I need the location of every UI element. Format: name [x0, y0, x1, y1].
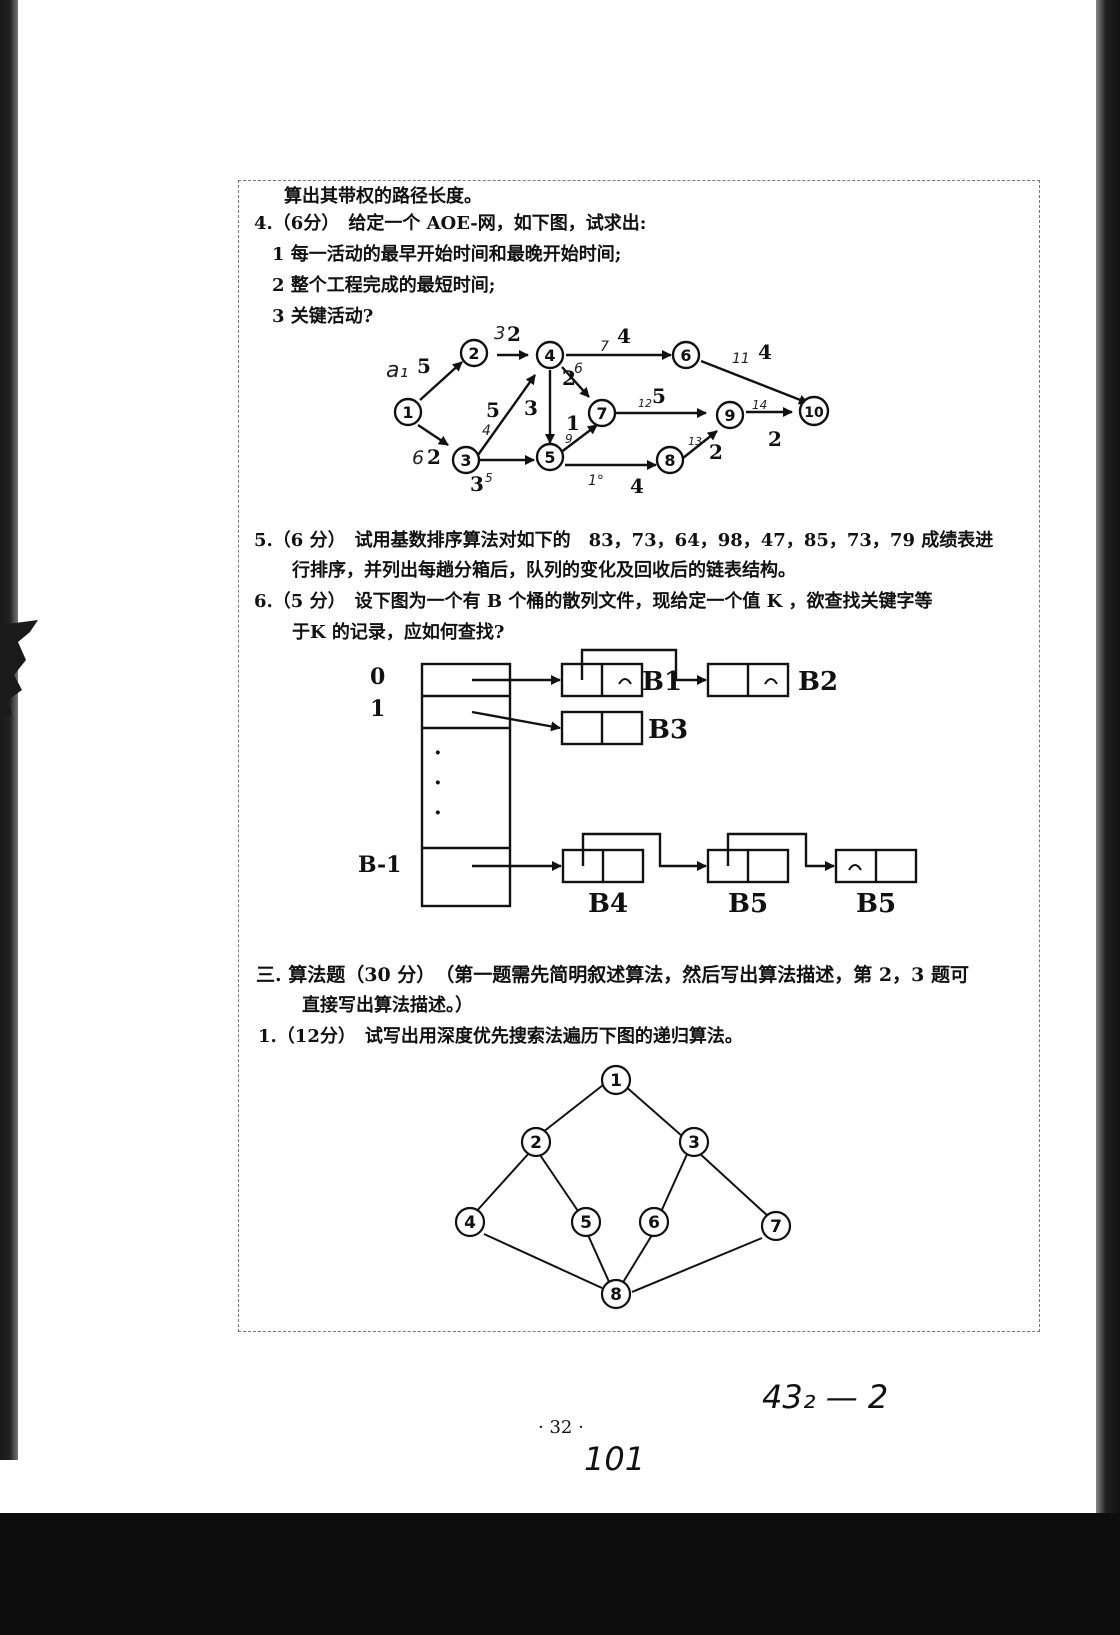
aoe-network-diagram: 1 2 3 4 5 6 7 8 9 10 5 2 2 4 2 5 3 1 5 4…	[386, 322, 830, 498]
aoe-weight-1-3: 2	[427, 445, 441, 469]
q5-line-2: 行排序，并列出每趟分箱后，队列的变化及回收后的链表结构。	[292, 560, 796, 581]
dfs-node-8: 8	[610, 1285, 622, 1305]
bucket-label-b5b: B5	[856, 889, 896, 919]
hand-note-13: 13	[688, 435, 702, 448]
aoe-node-1: 1	[402, 403, 413, 422]
page-number: · 32 ·	[538, 1417, 584, 1438]
hash-index-b-1: B-1	[358, 852, 401, 878]
q4-item-3: 3 关键活动?	[272, 306, 374, 327]
edge-1-2	[419, 361, 463, 401]
scan-edge-right	[1096, 0, 1120, 1635]
dfs-node-5: 5	[580, 1213, 592, 1233]
scan-edge-bottom	[0, 1513, 1120, 1635]
aoe-weight-7-9: 5	[652, 384, 666, 408]
aoe-node-4: 4	[544, 346, 555, 365]
bucket-label-b4: B4	[588, 889, 628, 919]
aoe-node-10: 10	[804, 405, 824, 421]
aoe-node-9: 9	[724, 406, 735, 425]
dfs-node-6: 6	[648, 1213, 660, 1233]
aoe-weight-9-10: 2	[768, 427, 782, 451]
bucket-label-b2: B2	[798, 667, 838, 697]
aoe-node-3: 3	[460, 451, 471, 470]
hash-dot-2: ·	[434, 770, 442, 796]
edge-8-9	[682, 430, 718, 459]
aoe-weight-4-6: 4	[617, 324, 631, 348]
hand-note-a1: a₁	[386, 358, 408, 383]
aoe-weight-4-7: 2	[562, 366, 576, 390]
edge-3-4	[477, 374, 536, 456]
aoe-weight-3-4b: 3	[524, 396, 538, 420]
edge-1-3	[417, 424, 449, 446]
aoe-weight-5-7: 1	[566, 411, 580, 435]
edge-6-10	[700, 359, 809, 405]
hand-note-12: 12	[638, 397, 652, 410]
q1-prompt: 1.（12分） 试写出用深度优先搜索法遍历下图的递归算法。	[258, 1026, 743, 1047]
hand-note-14: 14	[752, 398, 767, 412]
aoe-node-5: 5	[544, 448, 555, 467]
aoe-node-7: 7	[596, 404, 607, 423]
aoe-weight-8-9: 2	[709, 440, 723, 464]
hand-note-10: 1°	[588, 473, 604, 489]
q4-item-1: 1 每一活动的最早开始时间和最晚开始时间;	[272, 244, 622, 265]
hash-file-diagram: 0 1 B-1 B1 B2 B3 B4 B5 B5 · · ·	[358, 648, 918, 919]
dfs-node-3: 3	[688, 1133, 700, 1153]
aoe-weight-5-8: 4	[630, 474, 644, 498]
hash-dot-3: ·	[434, 800, 442, 826]
dfs-node-1: 1	[610, 1071, 622, 1091]
section3-line-1: 三. 算法题（30 分） （第一题需先简明叙述算法，然后写出算法描述，第 2，3…	[256, 964, 969, 986]
edge-5-7	[559, 424, 598, 454]
hand-note-6b: 6	[574, 361, 583, 377]
dfs-node-7: 7	[770, 1217, 782, 1237]
hand-note-6: 6	[412, 447, 424, 469]
aoe-weight-2-4: 2	[507, 322, 521, 346]
hand-note-5: 5	[485, 471, 493, 485]
bucket-label-b5: B5	[728, 889, 768, 919]
hand-note-11: 11	[732, 351, 750, 367]
aoe-weight-3-4a: 5	[486, 398, 500, 422]
hand-note-9: 9	[565, 432, 573, 446]
q4-heading: 4.（6分） 给定一个 AOE-网，如下图，试求出:	[254, 213, 647, 234]
continued-line: 算出其带权的路径长度。	[284, 186, 482, 207]
aoe-weight-1-2: 5	[417, 354, 431, 378]
dfs-node-2: 2	[530, 1133, 542, 1153]
q6-line-2: 于K 的记录，应如何查找?	[292, 622, 505, 643]
aoe-weight-3-5: 3	[470, 472, 484, 496]
aoe-weight-6-10: 4	[758, 340, 772, 364]
dfs-graph-diagram: 1 2 3 4 5 6 7 8	[454, 1064, 792, 1310]
section3-line-2: 直接写出算法描述。）	[302, 995, 473, 1016]
q4-item-2: 2 整个工程完成的最短时间;	[272, 275, 496, 296]
handwritten-101: 101	[584, 1440, 646, 1478]
q6-line-1: 6.（5 分） 设下图为一个有 B 个桶的散列文件，现给定一个值 K ，欲查找关…	[254, 591, 933, 612]
bucket-label-b3: B3	[648, 715, 688, 745]
q5-line-1: 5.（6 分） 试用基数排序算法对如下的 83，73，64，98，47，85，7…	[254, 530, 994, 551]
answer-frame	[238, 180, 1040, 1332]
scan-edge-left	[0, 0, 18, 1460]
hash-index-0: 0	[370, 664, 385, 690]
handwritten-score: 43₂ — 2	[762, 1378, 889, 1416]
hand-note-7: 7	[600, 339, 609, 355]
aoe-node-2: 2	[468, 344, 479, 363]
scan-mark-left	[0, 620, 38, 715]
dfs-node-4: 4	[464, 1213, 476, 1233]
aoe-node-6: 6	[680, 346, 691, 365]
hash-index-1: 1	[370, 696, 385, 722]
hand-note-4: 4	[482, 423, 491, 439]
edge-4-7	[561, 366, 590, 398]
hand-note-3: 3	[494, 323, 505, 344]
hash-dot-1: ·	[434, 740, 442, 766]
bucket-label-b1: B1	[642, 667, 682, 697]
aoe-node-8: 8	[664, 451, 675, 470]
